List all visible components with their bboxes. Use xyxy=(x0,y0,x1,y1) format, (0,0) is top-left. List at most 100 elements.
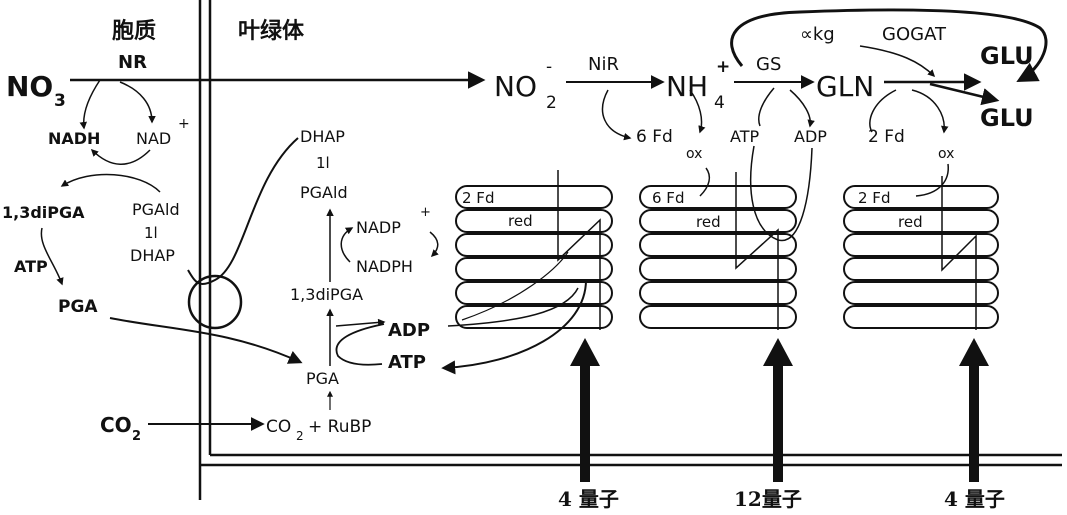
glu-label-2: GLU xyxy=(980,104,1034,132)
disc xyxy=(455,233,613,257)
disc xyxy=(639,185,797,209)
nadph-to-nadp-arc xyxy=(340,227,354,263)
disc xyxy=(455,185,613,209)
atp-cyto-label: ATP xyxy=(14,257,48,276)
fd6-ox-label: 6 Fd xyxy=(636,127,673,147)
nad-superscript: + xyxy=(178,116,190,132)
pgald-cyto-label: PGAld xyxy=(132,200,180,219)
dhap-chloro-label: DHAP xyxy=(300,127,345,146)
electron-zigzag xyxy=(557,170,601,330)
atp-gs-label: ATP xyxy=(730,127,759,146)
pgald-to-dipga-arrow xyxy=(60,173,161,193)
pga-transport-arrow xyxy=(109,317,303,364)
red-subscript: red xyxy=(696,213,721,231)
gln-fd-arc-right xyxy=(911,89,949,134)
nadp-label: NADP xyxy=(356,218,401,237)
glu-label-1: GLU xyxy=(980,42,1034,70)
thylakoid-stacks: 2 Fd red 6 Fd red 2 Fd red xyxy=(455,170,999,330)
thylakoid-stack-2: 6 Fd red xyxy=(639,172,797,330)
disc xyxy=(639,257,797,281)
gln-fd-arc-left xyxy=(869,89,897,133)
co2-cyto-subscript: 2 xyxy=(132,429,141,444)
no3-subscript: 3 xyxy=(54,91,66,111)
fd6-link xyxy=(699,167,711,197)
quanta-label-3: 4 量子 xyxy=(944,487,1005,511)
no2-superscript: - xyxy=(546,57,552,77)
light-arrow-shaft-1 xyxy=(580,362,590,482)
disc xyxy=(843,209,999,233)
thylakoid-stack-1: 2 Fd red xyxy=(455,170,613,330)
disc xyxy=(843,185,999,209)
thylakoid-atp-arrow xyxy=(441,279,587,375)
disc xyxy=(843,305,999,329)
disc xyxy=(639,305,797,329)
nadp-reduction-arc xyxy=(429,231,439,258)
no2-subscript: 2 xyxy=(546,93,557,113)
light-arrow-shaft-3 xyxy=(969,362,979,482)
disc xyxy=(455,281,613,305)
electron-zigzag xyxy=(735,172,779,330)
fd-red-label: 2 Fd xyxy=(858,189,890,207)
nh4-label: NH xyxy=(666,70,708,103)
electron-zigzag xyxy=(941,176,977,330)
gs-label: GS xyxy=(756,54,781,75)
light-arrow-head-3 xyxy=(959,338,989,366)
red-subscript: red xyxy=(898,213,923,231)
dhap-export-curve xyxy=(187,137,299,286)
cytoplasm-pathway: NO 3 NR NADH NAD + 1,3diPGA PGAld 1l DHA… xyxy=(2,52,486,444)
to-adp-arrow xyxy=(335,318,386,327)
nir-label: NiR xyxy=(588,54,619,75)
light-input: 4 量子 12量子 4 量子 xyxy=(558,338,1005,511)
light-arrow-head-2 xyxy=(763,338,793,366)
adp-gs-label: ADP xyxy=(794,127,827,146)
gln-label: GLN xyxy=(816,70,874,103)
disc xyxy=(455,305,613,329)
nh4-subscript: 4 xyxy=(714,93,725,113)
co2-chloro-label: CO xyxy=(266,417,291,437)
nh4-fd-arc xyxy=(689,89,706,134)
gogat-label: GOGAT xyxy=(882,24,947,45)
dhap-pgald-equilibrium: 1l xyxy=(316,154,330,172)
nadph-label: NADPH xyxy=(356,257,413,276)
disc xyxy=(639,233,797,257)
nadp-superscript: + xyxy=(420,205,431,220)
rubp-label: + RuBP xyxy=(308,417,371,437)
disc xyxy=(843,257,999,281)
chloroplast-label: 叶绿体 xyxy=(238,18,305,44)
co2-chloro-subscript: 2 xyxy=(296,429,304,443)
fd-red-label: 6 Fd xyxy=(652,189,684,207)
gs-atp-arc xyxy=(758,87,775,127)
pgald-dhap-equilibrium: 1l xyxy=(144,224,158,242)
quanta-label-1: 4 量子 xyxy=(558,487,619,511)
akg-label: ∝kg xyxy=(800,24,835,45)
glu-recycle-loop xyxy=(730,8,1048,83)
light-arrow-shaft-2 xyxy=(773,362,783,482)
second-glu-arrow xyxy=(929,82,1000,106)
pgald-chloro-label: PGAld xyxy=(300,183,348,202)
nad-label: NAD xyxy=(136,129,171,148)
adp-chloro-label: ADP xyxy=(388,320,430,341)
red-subscript: red xyxy=(508,212,533,230)
disc xyxy=(455,257,613,281)
no3-label: NO xyxy=(6,70,53,103)
quanta-label-2: 12量子 xyxy=(734,487,802,511)
disc xyxy=(455,209,613,233)
dhap-translocator xyxy=(187,274,243,330)
fd2-ox-label: 2 Fd xyxy=(868,127,905,147)
atp-regeneration-loop xyxy=(749,145,813,242)
envelope-membranes xyxy=(187,0,1062,500)
akg-to-glu-arrow xyxy=(859,45,936,78)
adp-to-thylakoid-line xyxy=(447,287,579,327)
co2-cyto-label: CO xyxy=(100,413,132,437)
fd-red-label: 2 Fd xyxy=(462,189,494,207)
pga-chloro-label: PGA xyxy=(306,369,339,388)
fd6-ox-subscript: ox xyxy=(686,146,702,162)
light-arrow-head-1 xyxy=(570,338,600,366)
nadh-arc xyxy=(79,79,101,130)
nir-fd-arc xyxy=(601,89,632,141)
pga-cyto-label: PGA xyxy=(58,297,98,317)
atp-chloro-label: ATP xyxy=(388,352,426,373)
nr-label: NR xyxy=(118,52,147,73)
